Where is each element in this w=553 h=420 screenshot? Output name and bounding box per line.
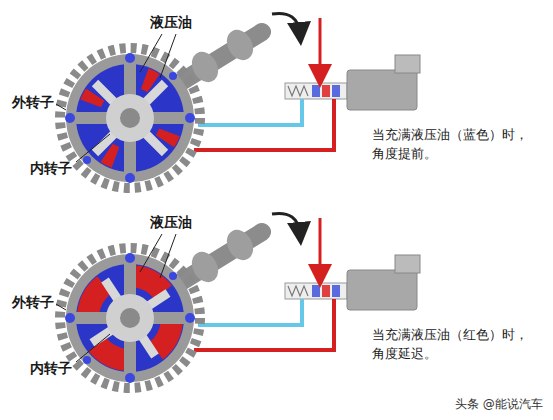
state-note: 当充满液压油（蓝色）时，角度提前。 <box>372 126 532 164</box>
part-label: 内转子 <box>30 160 72 178</box>
part-label: 液压油 <box>150 14 192 32</box>
part-label: 液压油 <box>150 214 192 232</box>
part-label: 外转子 <box>12 294 54 312</box>
part-label: 外转子 <box>12 94 54 112</box>
state-note: 当充满液压油（红色）时，角度延迟。 <box>372 326 532 364</box>
part-label: 内转子 <box>30 360 72 378</box>
watermark: 头条 @能说汽车 <box>455 396 543 413</box>
